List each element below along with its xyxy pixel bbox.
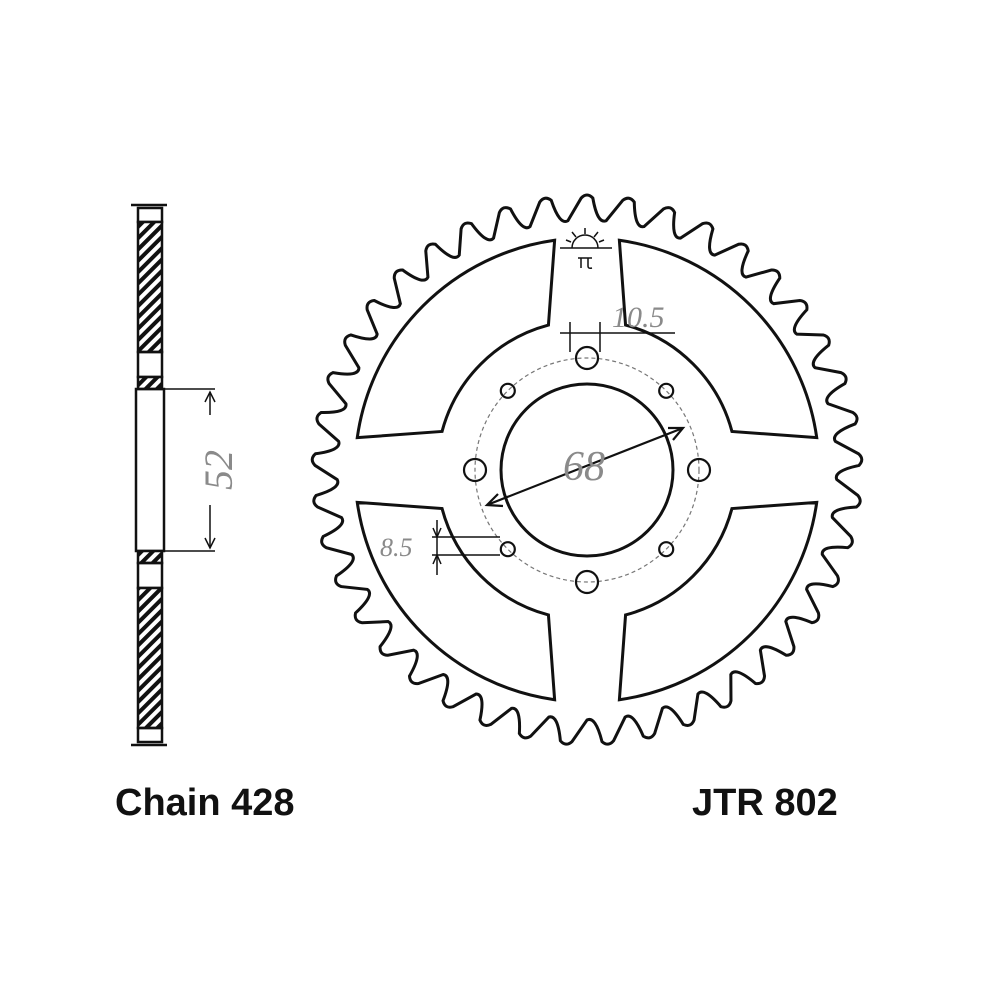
sprocket-outline [310,193,864,746]
chain-label: Chain 428 [115,782,295,824]
lightening-window [355,500,557,702]
dimension-lines [432,322,686,575]
lightening-window [617,500,819,702]
bolt-hole-diameter-dimension: 8.5 [380,533,413,562]
bolt-hole [686,457,712,483]
bolt-hole [658,382,675,399]
bolt-hole [462,457,488,483]
lightening-window [617,238,819,440]
bolt-hole-offset-dimension: 10.5 [612,301,665,334]
top-mark-symbol [560,228,612,269]
center-bore [499,382,675,558]
side-view [131,203,216,747]
lightening-window [355,238,557,440]
bolt-hole [499,541,516,558]
bolt-hole [574,345,600,371]
bolt-hole [574,569,600,595]
bolt-hole [658,541,675,558]
center-bore-dimension: 68 [563,444,605,490]
bolt-hole [499,382,516,399]
bolt-circle [474,357,700,583]
part-number-label: JTR 802 [692,782,838,824]
hub-width-dimension: 52 [196,450,241,490]
front-view [310,193,864,746]
